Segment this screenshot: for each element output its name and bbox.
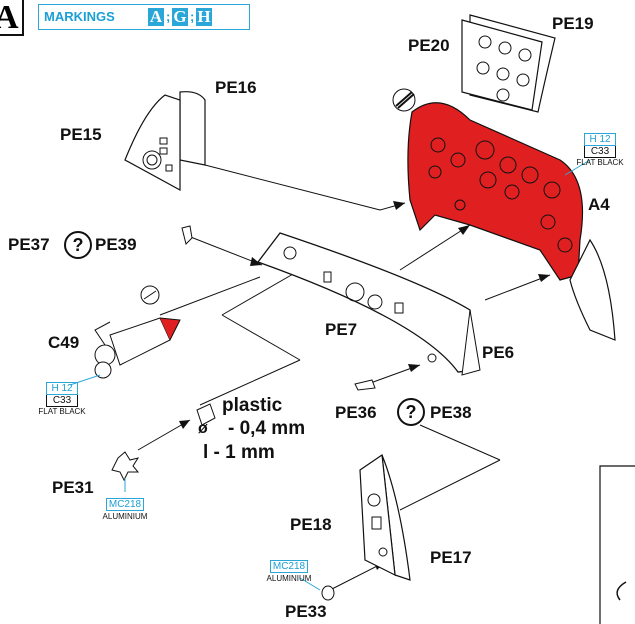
label-a4: A4: [588, 195, 610, 214]
marking-letter-a: A: [148, 7, 164, 26]
label-pe6: PE6: [482, 343, 515, 362]
label-c49: C49: [48, 333, 80, 352]
paint-code: H 12: [46, 382, 78, 395]
diameter-symbol: ø: [198, 420, 208, 437]
pe18-part: [359, 453, 396, 577]
pe17-part: [381, 454, 411, 581]
label-pe31: PE31: [52, 478, 94, 497]
label-pe33: PE33: [285, 602, 327, 621]
pe7-part: [256, 232, 481, 376]
paint-callout-c49: H 12 C33 FLAT BLACK: [32, 382, 92, 417]
pe33-part: [321, 585, 335, 601]
pe15-gauge: [142, 150, 162, 170]
plastic-note-length: l - 1 mm: [203, 442, 275, 463]
label-pe16: PE16: [215, 78, 257, 97]
pe37-part: [181, 225, 193, 245]
or-symbol-2: ?: [397, 398, 425, 426]
label-pe17: PE17: [430, 548, 472, 567]
paint-name: ALUMINIUM: [102, 512, 148, 521]
label-pe15: PE15: [60, 125, 102, 144]
paint-callout-pe31: MC218 ALUMINIUM: [100, 494, 150, 522]
paint-code: C33: [46, 395, 78, 407]
plastic-note-diameter: - 0,4 mm: [228, 418, 306, 439]
label-pe7: PE7: [325, 320, 358, 339]
label-pe39: PE39: [95, 235, 137, 254]
label-pe20: PE20: [408, 36, 450, 55]
markings-box: [38, 4, 250, 30]
label-pe38: PE38: [430, 403, 472, 422]
markings-label: MARKINGS: [44, 9, 115, 24]
plastic-note-title: plastic: [222, 395, 283, 416]
paint-name: FLAT BLACK: [38, 407, 86, 416]
a4-part: [407, 102, 616, 341]
marking-letter-g: G: [172, 7, 188, 26]
paint-code: H 12: [584, 133, 616, 146]
pe36-part: [354, 379, 376, 391]
paint-code: MC218: [269, 560, 309, 573]
label-pe18: PE18: [290, 515, 332, 534]
pe16-part: [179, 91, 206, 166]
pe31-part: [111, 451, 140, 482]
marking-separator: ;: [166, 9, 171, 24]
label-pe37: PE37: [8, 235, 50, 254]
marking-letter-h: H: [196, 7, 212, 26]
c49-part: [94, 285, 181, 379]
paint-name: ALUMINIUM: [266, 574, 312, 583]
plastic-rod: [196, 403, 216, 426]
step-label: A: [0, 0, 24, 36]
paint-code: C33: [584, 146, 616, 158]
label-pe19: PE19: [552, 14, 594, 33]
paint-callout-a4: H 12 C33 FLAT BLACK: [570, 133, 630, 168]
pe15-part: [124, 94, 181, 192]
next-step-box: [599, 465, 635, 624]
pe20-holes: [476, 35, 532, 102]
paint-code: MC218: [105, 498, 145, 511]
marking-separator: ;: [190, 9, 195, 24]
paint-name: FLAT BLACK: [576, 158, 624, 167]
or-symbol-1: ?: [64, 231, 92, 259]
detail-marker: [392, 88, 416, 112]
paint-callout-pe33: MC218 ALUMINIUM: [256, 556, 322, 584]
pe20-part: [461, 19, 543, 111]
label-pe36: PE36: [335, 403, 377, 422]
